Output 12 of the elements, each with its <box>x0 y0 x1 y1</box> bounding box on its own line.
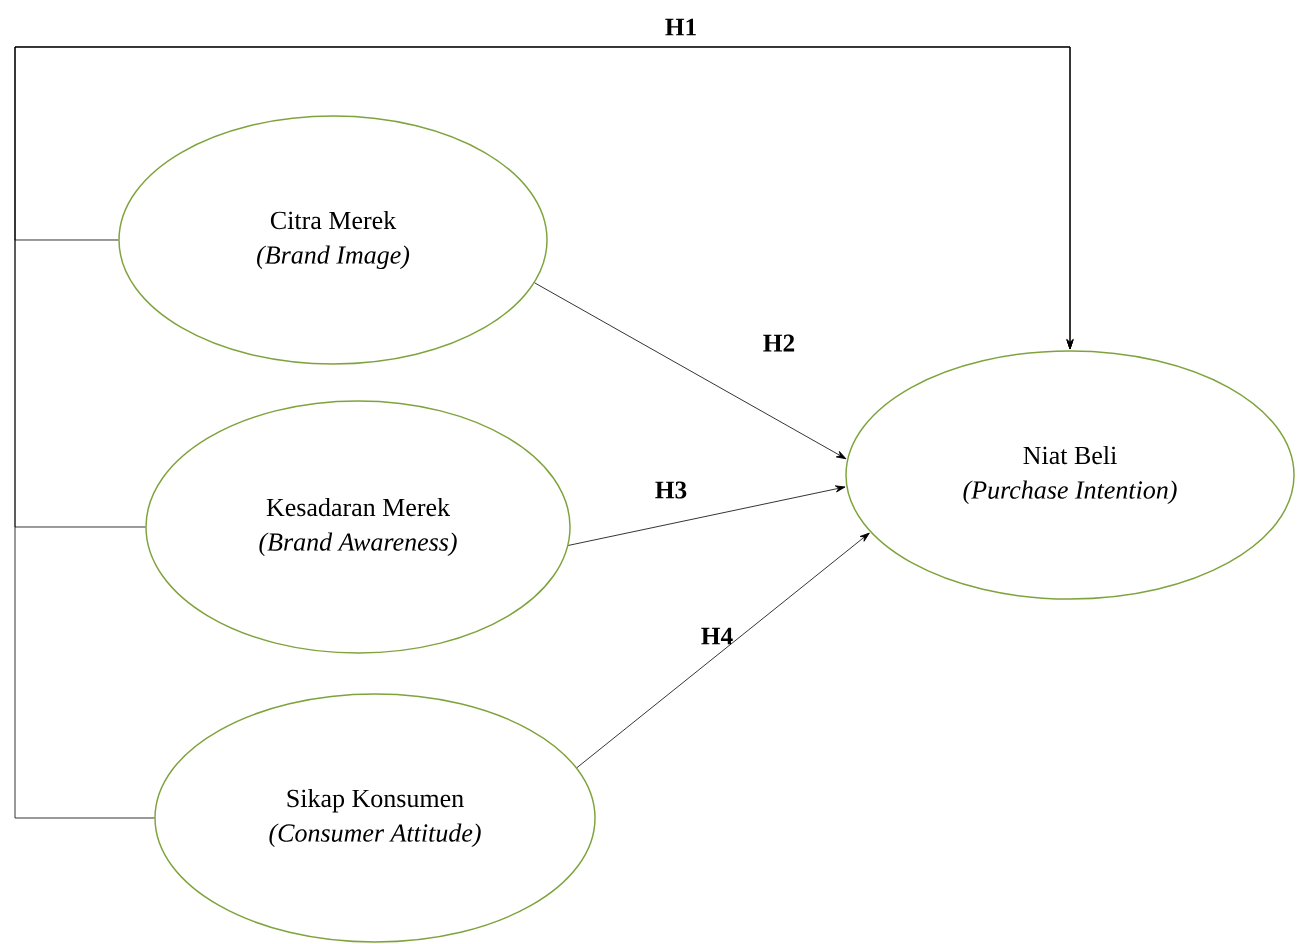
ellipse-node: Niat Beli (Purchase Intention) <box>845 350 1295 600</box>
edge-label: H1 <box>665 18 696 36</box>
edge-label: H4 <box>701 627 733 645</box>
ellipse-node: Sikap Konsumen (Consumer Attitude) <box>154 693 596 943</box>
ellipse-node: Citra Merek (Brand Image) <box>118 115 548 365</box>
arrow <box>534 282 847 460</box>
ellipse-node: Kesadaran Merek (Brand Awareness) <box>145 400 571 654</box>
arrow <box>14 46 1074 819</box>
arrow <box>568 485 846 546</box>
edge-label: H3 <box>655 481 687 499</box>
edge-label: H2 <box>763 334 795 352</box>
arrow <box>576 532 870 769</box>
